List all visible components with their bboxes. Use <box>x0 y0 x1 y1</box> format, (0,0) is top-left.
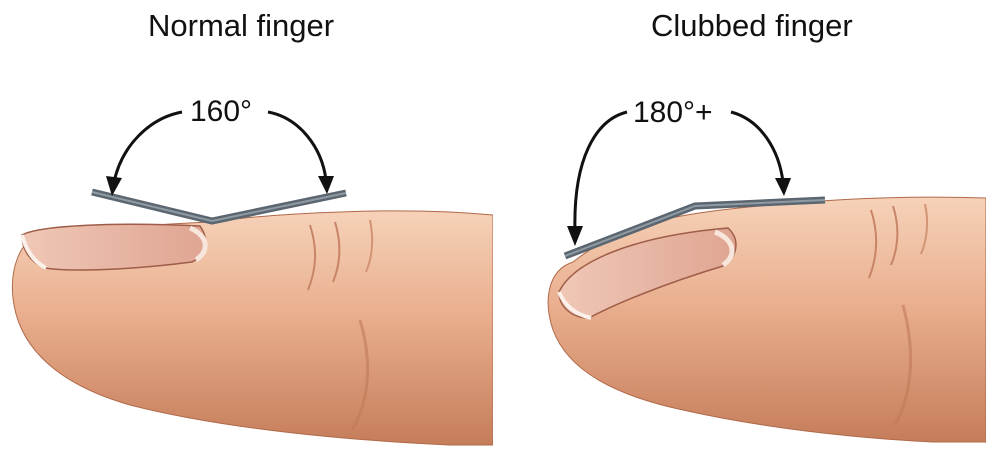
panel-title: Normal finger <box>148 8 334 44</box>
normal-finger-illustration <box>0 0 493 456</box>
angle-arc-right <box>731 112 783 182</box>
angle-label: 180°+ <box>631 96 715 130</box>
arrowhead-right <box>775 178 791 196</box>
angle-arc-left <box>114 112 182 182</box>
angle-arc-left <box>575 112 627 232</box>
arrowhead-right <box>318 176 334 194</box>
fingernail <box>22 224 206 270</box>
clubbed-finger-panel: Clubbed finger 180°+ <box>493 0 986 456</box>
arrowhead-left <box>567 226 583 246</box>
clubbed-finger-illustration <box>493 0 986 456</box>
normal-finger-panel: Normal finger 160° <box>0 0 493 456</box>
panel-title: Clubbed finger <box>651 8 853 44</box>
angle-label: 160° <box>188 95 254 129</box>
angle-arc-right <box>268 112 326 180</box>
